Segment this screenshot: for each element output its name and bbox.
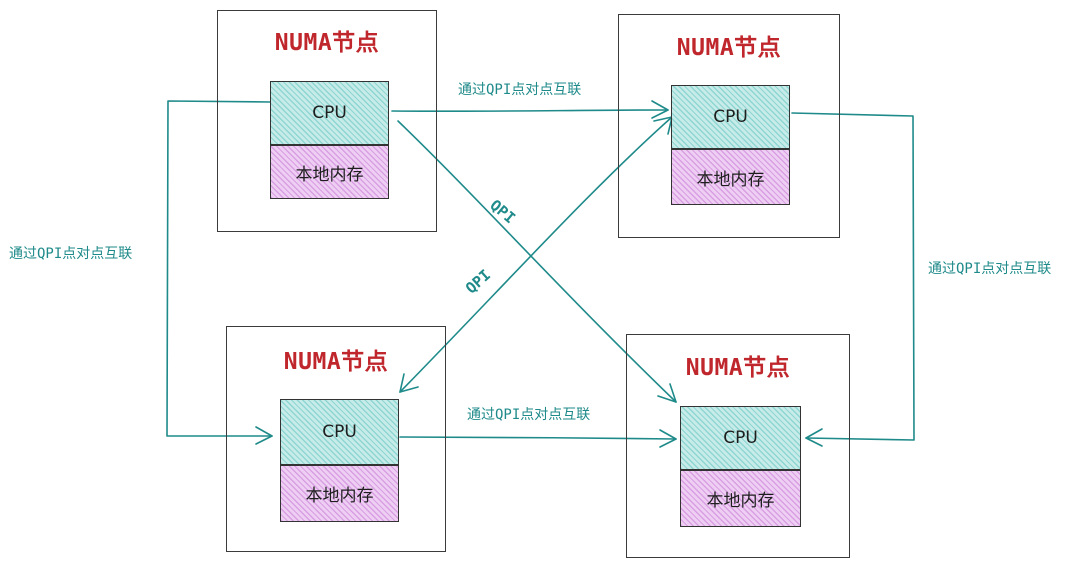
link-right-line bbox=[791, 112, 915, 441]
local-memory-box: 本地内存 bbox=[680, 470, 801, 527]
local-memory-box: 本地内存 bbox=[671, 149, 790, 205]
link-right-label: 通过QPI点对点互联 bbox=[928, 261, 1052, 277]
numa-node-top-right: NUMA节点 CPU 本地内存 bbox=[618, 14, 840, 238]
numa-node-bottom-left: NUMA节点 CPU 本地内存 bbox=[226, 326, 446, 552]
cpu-box: CPU bbox=[280, 399, 399, 465]
link-diagonal-b-line bbox=[399, 116, 673, 393]
link-left-line bbox=[166, 100, 273, 437]
cpu-box: CPU bbox=[671, 85, 790, 149]
cpu-box: CPU bbox=[270, 81, 389, 145]
numa-node-bottom-right: NUMA节点 CPU 本地内存 bbox=[626, 334, 850, 558]
link-bottom-line bbox=[399, 436, 677, 440]
local-memory-box: 本地内存 bbox=[280, 465, 399, 522]
numa-node-title: NUMA节点 bbox=[676, 35, 782, 61]
link-top-arrowhead bbox=[651, 100, 669, 119]
numa-node-title: NUMA节点 bbox=[283, 349, 389, 375]
link-diagonal-b-arrowhead-bottom bbox=[399, 373, 419, 393]
local-memory-box: 本地内存 bbox=[270, 145, 389, 199]
cpu-box: CPU bbox=[680, 406, 801, 470]
numa-node-title: NUMA节点 bbox=[685, 355, 791, 381]
link-diagonal-a-arrowhead bbox=[657, 383, 677, 403]
link-bottom-arrowhead bbox=[659, 429, 677, 448]
link-left-arrowhead bbox=[255, 426, 273, 445]
link-left-label: 通过QPI点对点互联 bbox=[9, 246, 133, 262]
link-diagonal-a-line bbox=[397, 120, 677, 403]
numa-node-top-left: NUMA节点 CPU 本地内存 bbox=[217, 10, 437, 232]
numa-node-title: NUMA节点 bbox=[274, 30, 380, 56]
link-top-line bbox=[391, 109, 669, 113]
link-top-label: 通过QPI点对点互联 bbox=[458, 82, 582, 98]
link-right-arrowhead bbox=[805, 428, 823, 447]
link-bottom-label: 通过QPI点对点互联 bbox=[467, 407, 591, 423]
